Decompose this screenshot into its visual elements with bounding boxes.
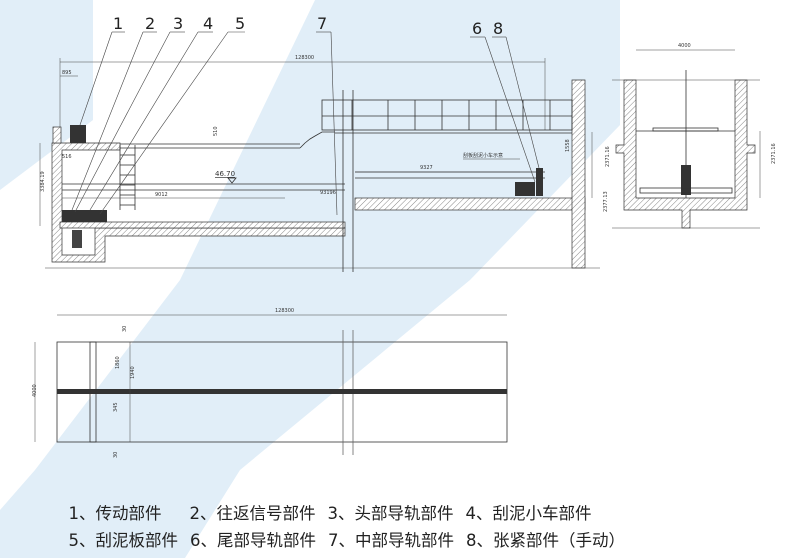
legend-item-3: 3、头部导轨部件 — [327, 504, 454, 523]
legend-item-6: 6、尾部导轨部件 — [190, 531, 316, 550]
dim-total-length: 128300 — [295, 55, 314, 61]
dim-93196: 93196 — [320, 190, 336, 196]
callout-6: 6 — [472, 19, 482, 38]
dim-3384: 3384.19 — [40, 171, 46, 192]
carriage-annotation: 刮板刮泥小车示意 — [463, 152, 503, 159]
dim-plan-length: 128300 — [275, 308, 294, 314]
dim-section-2371: 2371.16 — [771, 143, 777, 164]
elevation-view: 128300 895 — [39, 55, 611, 272]
callout-leaders — [71, 31, 540, 216]
dim-2377: 2377.13 — [603, 191, 609, 212]
legend-item-8: 8、张紧部件（手动） — [466, 531, 625, 550]
legend-row-2: 5、刮泥板部件 6、尾部导轨部件 7、中部导轨部件 8、张紧部件（手动） — [58, 508, 637, 551]
legend-item-7: 7、中部导轨部件 — [328, 531, 454, 550]
background-band-main — [0, 0, 620, 558]
dim-2371: 2371.16 — [605, 146, 611, 167]
dim-9012: 9012 — [155, 192, 168, 198]
pump — [72, 230, 82, 248]
dim-510: 510 — [213, 126, 219, 136]
ladder — [119, 145, 136, 210]
callout-2: 2 — [145, 14, 155, 33]
drive-unit — [70, 125, 86, 143]
dim-30-bottom: 30 — [113, 452, 119, 458]
legend-item-1: 1、传动部件 — [68, 504, 162, 523]
callout-3: 3 — [173, 14, 183, 33]
scraper-carriage-head — [62, 210, 107, 222]
dim-1860: 1860 — [115, 356, 121, 369]
dim-895: 895 — [62, 70, 72, 76]
dim-1940: 1940 — [130, 366, 136, 379]
dim-plan-width: 4000 — [32, 384, 38, 397]
callout-4: 4 — [203, 14, 213, 33]
legend-item-5: 5、刮泥板部件 — [68, 531, 179, 550]
dim-9327: 9327 — [420, 165, 433, 171]
dim-345: 345 — [113, 402, 119, 412]
callout-5: 5 — [235, 14, 245, 33]
dim-30-top: 30 — [122, 326, 128, 332]
dim-section-width: 4000 — [678, 43, 691, 49]
dim-1558: 1558 — [565, 139, 571, 152]
scraper-carriage-tail — [515, 182, 535, 196]
tensioner — [536, 168, 543, 196]
water-level: 46.70 — [215, 170, 235, 178]
plan-view: 128300 4000 1860 1940 345 30 30 — [32, 308, 508, 458]
cross-section-view: 4000 2371.16 — [612, 43, 777, 229]
guide-rail — [57, 389, 507, 394]
callout-8: 8 — [493, 19, 503, 38]
callout-7: 7 — [317, 14, 327, 33]
dim-516: 516 — [62, 154, 72, 160]
callout-1: 1 — [113, 14, 123, 33]
legend: 1、传动部件 2、往返信号部件 3、头部导轨部件 4、刮泥小车部件 — [58, 481, 604, 524]
background-band-left — [0, 0, 93, 190]
legend-item-4: 4、刮泥小车部件 — [465, 504, 592, 523]
legend-item-2: 2、往返信号部件 — [189, 504, 316, 523]
